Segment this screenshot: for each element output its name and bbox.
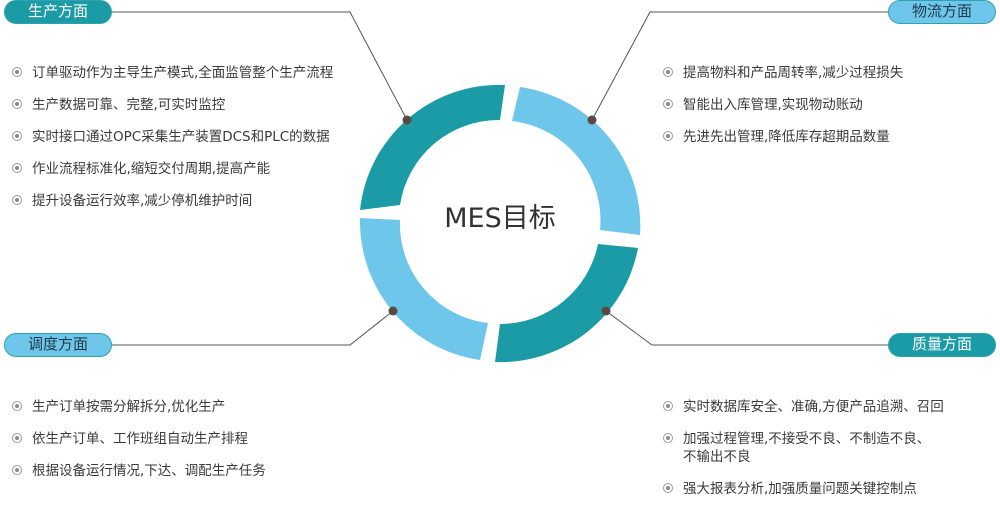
scheduling-list: 生产订单按需分解拆分,优化生产 依生产订单、工作班组自动生产排程 根据设备运行情… xyxy=(12,398,266,494)
list-item: 根据设备运行情况,下达、调配生产任务 xyxy=(12,462,266,480)
connector-dot-production xyxy=(402,115,412,125)
circle-dot-icon xyxy=(12,99,22,109)
list-item: 作业流程标准化,缩短交付周期,提高产能 xyxy=(12,160,333,178)
ring-segment-production xyxy=(360,84,505,210)
circle-dot-icon xyxy=(12,465,22,475)
connector-dot-scheduling xyxy=(388,306,398,316)
connector-scheduling xyxy=(112,310,394,346)
connector-logistics xyxy=(591,11,888,121)
section-title-quality: 质量方面 xyxy=(888,333,996,357)
connector-production xyxy=(112,11,408,121)
list-item: 依生产订单、工作班组自动生产排程 xyxy=(12,430,266,448)
circle-dot-icon xyxy=(12,195,22,205)
connector-quality xyxy=(605,310,888,346)
ring-segment-quality xyxy=(495,244,638,363)
list-item: 提高物料和产品周转率,减少过程损失 xyxy=(663,64,903,82)
circle-dot-icon xyxy=(12,163,22,173)
circle-dot-icon xyxy=(663,433,673,443)
list-item: 智能出入库管理,实现物动账动 xyxy=(663,96,903,114)
circle-dot-icon xyxy=(12,131,22,141)
list-item: 实时接口通过OPC采集生产装置DCS和PLC的数据 xyxy=(12,128,333,146)
list-item-text: 先进先出管理,降低库存超期品数量 xyxy=(683,129,890,145)
list-item-text: 依生产订单、工作班组自动生产排程 xyxy=(32,431,248,447)
list-item-text: 根据设备运行情况,下达、调配生产任务 xyxy=(32,463,266,479)
list-item-text: 强大报表分析,加强质量问题关键控制点 xyxy=(683,481,917,497)
list-item-text: 智能出入库管理,实现物动账动 xyxy=(683,97,863,113)
circle-dot-icon xyxy=(663,401,673,411)
list-item: 强大报表分析,加强质量问题关键控制点 xyxy=(663,480,944,498)
list-item-text: 加强过程管理,不接受不良、不制造不良、 不输出不良 xyxy=(683,431,931,465)
list-item: 加强过程管理,不接受不良、不制造不良、 不输出不良 xyxy=(663,430,944,466)
mes-diagram xyxy=(112,11,888,363)
quality-list: 实时数据库安全、准确,方便产品追溯、召回 加强过程管理,不接受不良、不制造不良、… xyxy=(663,398,944,512)
list-item: 先进先出管理,降低库存超期品数量 xyxy=(663,128,903,146)
circle-dot-icon xyxy=(663,483,673,493)
section-title-production: 生产方面 xyxy=(4,0,112,24)
logistics-list: 提高物料和产品周转率,减少过程损失 智能出入库管理,实现物动账动 先进先出管理,… xyxy=(663,64,903,160)
circle-dot-icon xyxy=(12,433,22,443)
list-item-text: 生产数据可靠、完整,可实时监控 xyxy=(32,97,226,113)
list-item-text: 生产订单按需分解拆分,优化生产 xyxy=(32,399,226,415)
production-list: 订单驱动作为主导生产模式,全面监管整个生产流程 生产数据可靠、完整,可实时监控 … xyxy=(12,64,333,224)
circle-dot-icon xyxy=(12,67,22,77)
list-item: 实时数据库安全、准确,方便产品追溯、召回 xyxy=(663,398,944,416)
list-item: 订单驱动作为主导生产模式,全面监管整个生产流程 xyxy=(12,64,333,82)
list-item-text: 提升设备运行效率,减少停机维护时间 xyxy=(32,193,253,209)
connector-dot-quality xyxy=(601,306,611,316)
list-item: 提升设备运行效率,减少停机维护时间 xyxy=(12,192,333,210)
center-title: MES目标 xyxy=(444,203,556,234)
circle-dot-icon xyxy=(663,131,673,141)
ring-segment-scheduling xyxy=(359,218,488,360)
circle-dot-icon xyxy=(12,401,22,411)
list-item-text: 作业流程标准化,缩短交付周期,提高产能 xyxy=(32,161,271,177)
section-title-scheduling: 调度方面 xyxy=(4,333,112,357)
circle-dot-icon xyxy=(663,99,673,109)
list-item-text: 订单驱动作为主导生产模式,全面监管整个生产流程 xyxy=(32,65,334,81)
list-item-text: 提高物料和产品周转率,减少过程损失 xyxy=(683,65,904,81)
list-item-text: 实时数据库安全、准确,方便产品追溯、召回 xyxy=(683,399,944,415)
list-item: 生产数据可靠、完整,可实时监控 xyxy=(12,96,333,114)
connector-dot-logistics xyxy=(587,115,597,125)
ring-segment-logistics xyxy=(512,87,641,235)
circle-dot-icon xyxy=(663,67,673,77)
list-item: 生产订单按需分解拆分,优化生产 xyxy=(12,398,266,416)
section-title-logistics: 物流方面 xyxy=(888,0,996,24)
list-item-text: 实时接口通过OPC采集生产装置DCS和PLC的数据 xyxy=(32,129,330,145)
